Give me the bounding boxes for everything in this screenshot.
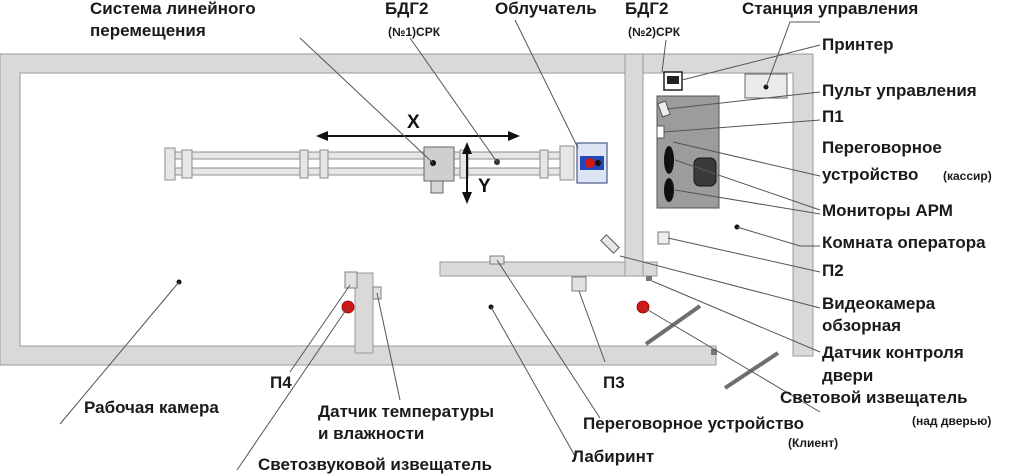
labels: Система линейного перемещения БДГ2 (№1)С… — [84, 0, 992, 474]
rail-end-left — [164, 147, 176, 181]
monitor-1 — [664, 146, 674, 174]
label-work-chamber: Рабочая камера — [84, 398, 219, 417]
camera-mount — [646, 276, 652, 281]
label-p4: П4 — [270, 373, 292, 392]
label-bdg2-1-a: БДГ2 — [385, 0, 428, 18]
label-operator-room: Комната оператора — [822, 233, 986, 252]
walls — [0, 53, 814, 366]
leader-control-panel — [666, 91, 821, 110]
p2-sensor — [657, 231, 670, 245]
leader-monitor-2 — [674, 189, 821, 215]
rail-end-right — [559, 145, 575, 181]
label-intercom-cashier-note: (кассир) — [943, 169, 992, 183]
label-control-panel: Пульт управления — [822, 81, 977, 100]
label-arm-monitors: Мониторы АРМ — [822, 201, 953, 220]
rail-clamp-3 — [319, 149, 329, 179]
leader-p2 — [667, 237, 821, 273]
leader-intercom-client — [496, 259, 601, 419]
outer-walls — [0, 53, 814, 366]
leader-work-chamber — [59, 281, 180, 425]
p1-sensor — [656, 125, 665, 139]
y-axis-label: Y — [478, 176, 491, 197]
p3-sensor — [571, 276, 587, 292]
monitor-2 — [664, 178, 674, 202]
rail-clamp-2 — [299, 149, 309, 179]
labyrinth-wall — [439, 261, 658, 277]
label-intercom-cashier-1: Переговорное — [822, 138, 942, 157]
label-light-alarm: Световой извещатель — [780, 388, 968, 407]
leader-monitor-1 — [674, 159, 821, 211]
label-camera-2: обзорная — [822, 316, 901, 335]
label-light-alarm-note: (над дверью) — [912, 414, 991, 428]
leader-linear-system — [299, 37, 434, 164]
leader-intercom-cashier — [672, 141, 821, 177]
leader-door-sensor — [651, 280, 821, 353]
leader-operator-room — [736, 226, 820, 247]
x-arrow-right — [508, 131, 520, 141]
printer-slot — [667, 76, 679, 84]
leader-lines — [59, 19, 821, 471]
label-bdg2-1-b: (№1)СРК — [388, 25, 441, 39]
label-labyrinth: Лабиринт — [572, 447, 654, 466]
leader-printer — [681, 44, 821, 81]
leader-bdg2-1 — [409, 37, 498, 163]
control-panel-device — [657, 100, 671, 118]
leader-p4 — [289, 284, 351, 373]
label-control-station: Станция управления — [742, 0, 918, 18]
leader-camera — [619, 255, 821, 309]
leader-labyrinth — [490, 306, 576, 457]
lower-rail — [167, 167, 574, 176]
door-sensor-device — [711, 349, 717, 355]
chair — [693, 157, 717, 187]
leader-p1 — [663, 119, 821, 133]
label-printer: Принтер — [822, 35, 894, 54]
label-light-sound-alarm: Светозвуковой извещатель — [258, 455, 492, 474]
label-temp-humidity-2: и влажности — [318, 424, 424, 443]
leader-light-sound-alarm — [236, 306, 349, 471]
leader-temp-humidity — [376, 292, 401, 401]
carriage — [423, 146, 455, 182]
leader-control-station — [765, 21, 820, 88]
camera-device — [600, 234, 620, 254]
label-linear-system-1: Система линейного — [90, 0, 256, 18]
label-camera-1: Видеокамера — [822, 294, 936, 313]
leader-irradiator — [514, 19, 579, 149]
linear-movement-system — [164, 145, 575, 194]
irradiator-source — [585, 158, 595, 168]
label-p1: П1 — [822, 107, 844, 126]
rail-clamp-1 — [181, 149, 193, 179]
irradiator-unit — [576, 142, 608, 184]
p4-sensor — [344, 271, 358, 289]
leader-bdg2-2 — [661, 39, 667, 73]
door-entrance — [723, 351, 780, 390]
operator-room-wall — [624, 53, 644, 277]
label-door-sensor-2: двери — [822, 366, 873, 385]
y-arrow-up — [462, 142, 472, 154]
label-irradiator: Облучатель — [495, 0, 597, 18]
irradiator-dot — [595, 160, 601, 166]
label-intercom-client: Переговорное устройство — [583, 414, 804, 433]
chamber-partition-wall — [354, 272, 374, 354]
label-intercom-client-note: (Клиент) — [788, 436, 838, 450]
rail-clamp-5 — [539, 149, 549, 179]
upper-rail — [167, 151, 574, 160]
label-bdg2-2-b: (№2)СРК — [628, 25, 681, 39]
y-arrow-down — [462, 192, 472, 204]
axis-arrows: X Y — [316, 112, 520, 204]
label-bdg2-2-a: БДГ2 — [625, 0, 668, 18]
label-intercom-cashier-2: устройство — [822, 165, 918, 184]
label-p3: П3 — [603, 373, 625, 392]
x-axis-label: X — [407, 112, 420, 133]
leader-p3 — [578, 290, 606, 363]
x-arrow-left — [316, 131, 328, 141]
label-temp-humidity-1: Датчик температуры — [318, 402, 494, 421]
carriage-mount — [430, 180, 444, 194]
label-p2: П2 — [822, 261, 844, 280]
leader-light-alarm — [642, 306, 821, 413]
label-door-sensor-1: Датчик контроля — [822, 343, 964, 362]
label-linear-system-2: перемещения — [90, 21, 206, 40]
